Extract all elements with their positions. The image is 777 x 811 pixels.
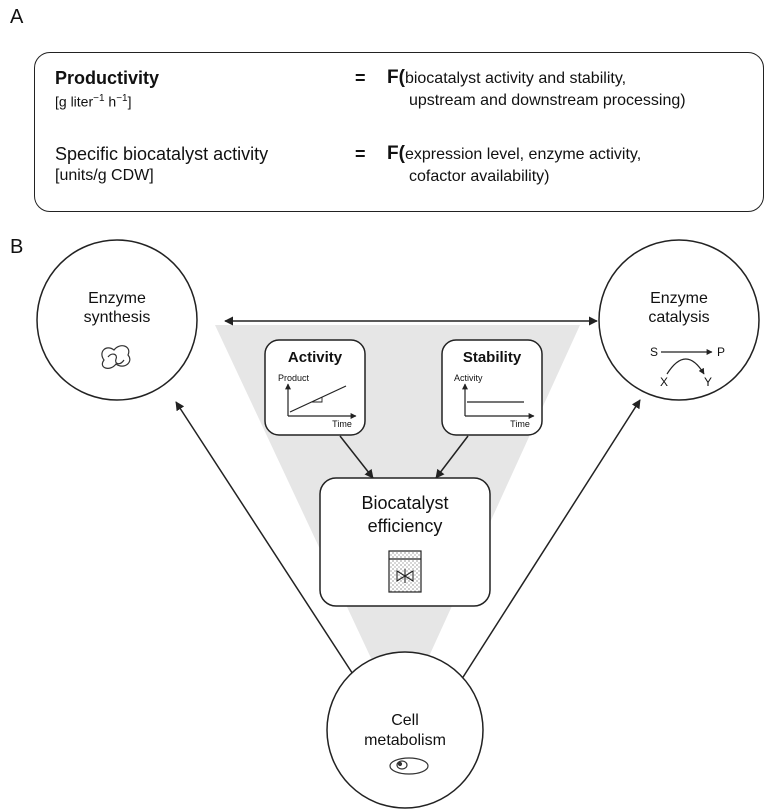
equation-rhs: F(expression level, enzyme activity, cof… (387, 143, 641, 188)
productivity-unit: [g liter−1 h−1] (55, 89, 159, 112)
rhs-line-1: biocatalyst activity and stability, (404, 70, 627, 87)
equation-lhs: Specific biocatalyst activity [units/g C… (55, 143, 268, 187)
productivity-term: Productivity (55, 68, 160, 88)
rhs-line-2: cofactor availability) (409, 168, 550, 185)
unit-part: ] (127, 93, 132, 110)
stability-title: Stability (463, 349, 522, 366)
unit-part: h (104, 93, 117, 110)
biocatalyst-efficiency-box (319, 477, 491, 607)
panel-label-b: B (10, 236, 24, 258)
node-label: Enzyme (650, 290, 708, 307)
substrate-label: S (650, 345, 658, 359)
efficiency-label: efficiency (368, 516, 443, 536)
product-label: P (717, 345, 725, 359)
stability-y-label: Activity (454, 373, 483, 383)
arrow-synthesis-metabolism (175, 401, 361, 686)
protein-icon (101, 345, 131, 369)
node-enzyme-synthesis (36, 239, 198, 401)
activity-slope-marker (312, 397, 323, 403)
specific-activity-unit: [units/g CDW] (55, 167, 154, 184)
unit-part: [g liter (55, 93, 94, 110)
arrow-stability-efficiency (435, 435, 469, 479)
reaction-scheme: S P X Y (650, 345, 725, 389)
equation-rhs: F(biocatalyst activity and stability, up… (387, 67, 686, 112)
arrow-catalysis-metabolism (457, 399, 641, 686)
activity-curve (289, 385, 347, 413)
rhs-line-1: expression level, enzyme activity, (404, 146, 642, 163)
node-label: metabolism (364, 732, 446, 749)
activity-box (264, 339, 366, 436)
function-symbol: F( (387, 67, 405, 88)
cofactor-arc (666, 358, 705, 375)
arrow-activity-efficiency (339, 435, 374, 479)
node-cell-metabolism (326, 651, 484, 809)
equation-lhs: Productivity [g liter−1 h−1] (55, 67, 159, 112)
node-enzyme-catalysis (598, 239, 760, 401)
stability-box (441, 339, 543, 436)
node-label: Cell (391, 712, 419, 729)
stability-x-label: Time (510, 419, 530, 429)
efficiency-label: Biocatalyst (361, 493, 448, 513)
activity-title: Activity (288, 349, 343, 366)
equals-sign: = (355, 144, 366, 164)
reactor-icon (388, 550, 422, 593)
cofactor-x-label: X (660, 375, 668, 389)
activity-x-label: Time (332, 419, 352, 429)
node-label: Enzyme (88, 290, 146, 307)
unit-exponent: −1 (93, 93, 105, 104)
rhs-line-2: upstream and downstream processing) (409, 92, 686, 109)
panel-label-a: A (10, 6, 24, 28)
activity-y-label: Product (278, 373, 310, 383)
unit-exponent: −1 (116, 93, 128, 104)
equals-sign: = (355, 68, 366, 88)
node-label: synthesis (84, 309, 151, 326)
function-symbol: F( (387, 143, 405, 164)
node-label: catalysis (648, 309, 709, 326)
equation-box: Productivity [g liter−1 h−1] = F(biocata… (34, 52, 764, 212)
cell-icon (389, 757, 429, 775)
cofactor-y-label: Y (704, 375, 712, 389)
specific-activity-term: Specific biocatalyst activity (55, 144, 269, 164)
